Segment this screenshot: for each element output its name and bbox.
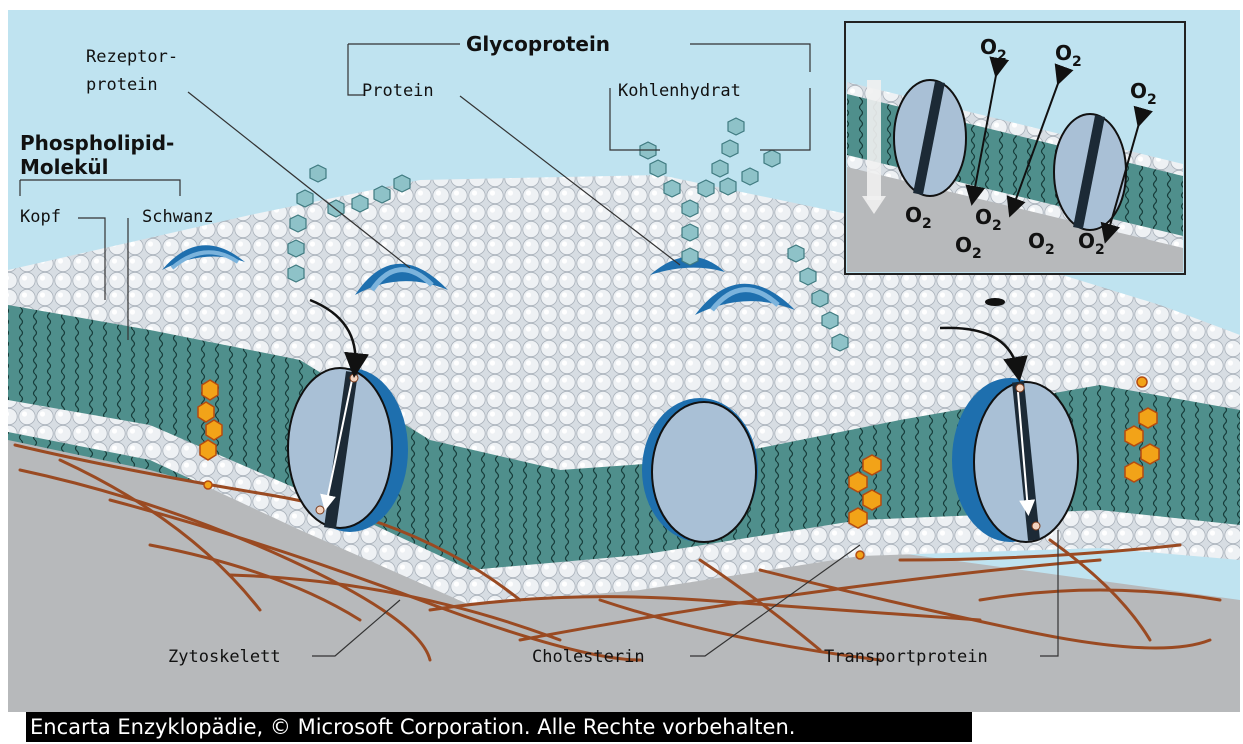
cholesterin-label: Cholesterin <box>532 647 645 667</box>
kopf-label: Kopf <box>20 207 61 227</box>
rezeptorprotein-label-line1: Rezeptor- <box>86 47 178 67</box>
transport-protein-right <box>952 378 1078 542</box>
molecule-dot <box>985 298 1005 306</box>
phospholipid-label-line1: Phospholipid- <box>20 131 174 155</box>
copyright-caption: Encarta Enzyklopädie, © Microsoft Corpor… <box>26 712 972 742</box>
glycoprotein-label: Glycoprotein <box>466 32 610 56</box>
transportprotein-label: Transportprotein <box>824 647 988 667</box>
zytoskelett-label: Zytoskelett <box>168 647 281 667</box>
oxygen-diffusion-inset: O2 O2 O2 O2 O2 O2 O2 O2 <box>845 22 1185 274</box>
schwanz-label: Schwanz <box>142 207 214 227</box>
transport-protein-left <box>288 368 408 532</box>
phospholipid-label-line2: Molekül <box>20 155 108 179</box>
rezeptorprotein-label-line2: protein <box>86 75 158 95</box>
protein-label: Protein <box>362 81 434 101</box>
kohlenhydrat-label: Kohlenhydrat <box>618 81 741 101</box>
integral-protein-middle <box>642 398 758 542</box>
